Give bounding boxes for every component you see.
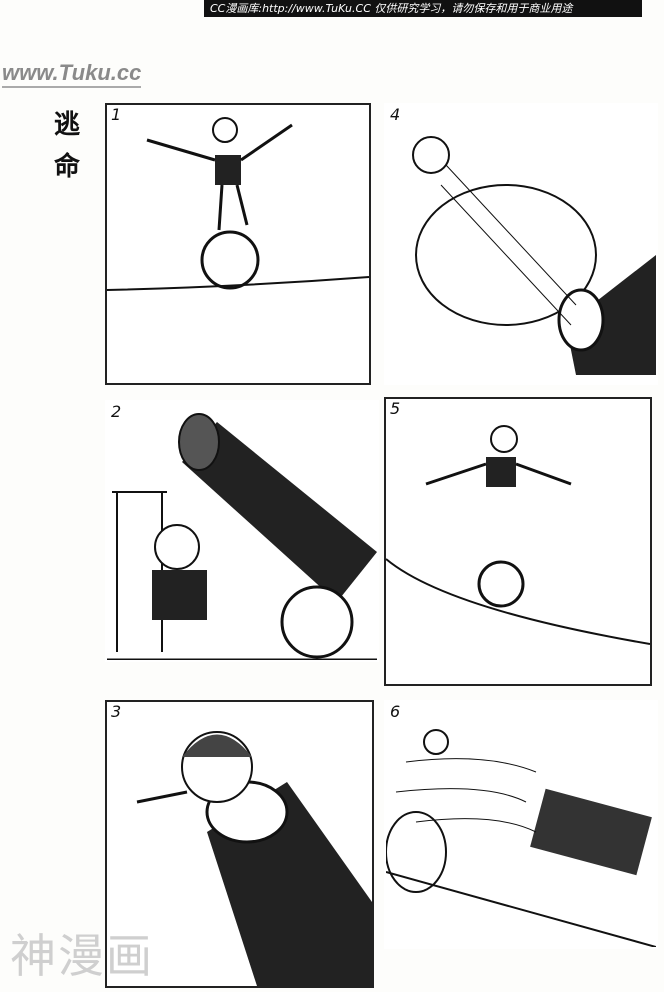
panel-number: 5 <box>390 399 401 418</box>
panel-2: 2 <box>105 400 379 662</box>
panel-number: 1 <box>111 105 122 124</box>
panel-number: 2 <box>111 402 122 421</box>
man-in-cannon-illustration <box>136 731 372 986</box>
unicycle-illustration <box>107 117 369 291</box>
panel-5: 5 <box>384 397 652 686</box>
bottom-watermark: 神漫画 <box>10 929 154 983</box>
crash-illustration <box>386 729 656 947</box>
panel-6: 6 <box>384 700 658 949</box>
panel-number: 6 <box>390 702 401 721</box>
site-watermark: www.Tuku.cc <box>2 60 142 88</box>
panel-3: 3 <box>105 700 374 988</box>
site-banner: CC漫画库:http://www.TuKu.CC 仅供研究学习，请勿保存和用于商… <box>204 0 642 17</box>
comic-title: 逃命 <box>54 110 81 182</box>
panel-number: 4 <box>390 105 401 124</box>
cannon-fire-illustration <box>412 136 656 375</box>
panel-number: 3 <box>111 702 122 721</box>
man-with-cannon-illustration <box>107 413 377 660</box>
flying-unicycle-illustration <box>386 425 650 645</box>
panel-1: 1 <box>105 103 371 385</box>
panel-4: 4 <box>384 103 658 385</box>
